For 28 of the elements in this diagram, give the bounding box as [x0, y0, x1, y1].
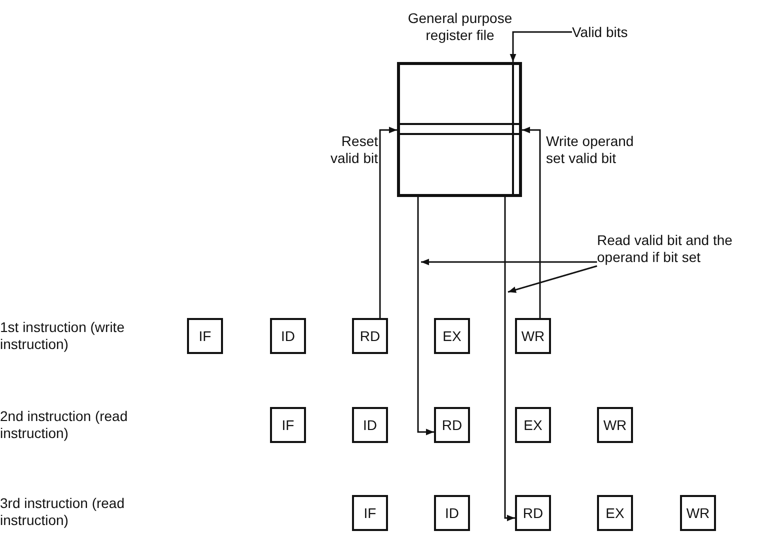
pipeline-stage-box: RD	[352, 318, 388, 354]
pipeline-stage-box: ID	[434, 495, 470, 531]
pipeline-stage-box: ID	[270, 318, 306, 354]
leader-line	[508, 265, 598, 293]
arrow	[522, 126, 541, 318]
row-label: 2nd instruction (read instruction)	[0, 408, 129, 442]
pipeline-stage-box: EX	[434, 318, 470, 354]
arrow	[379, 126, 397, 318]
pipeline-stage-box: IF	[270, 407, 306, 443]
pipeline-stage-box: EX	[597, 495, 633, 531]
arrow	[504, 197, 515, 522]
pipeline-stage-box: WR	[680, 495, 716, 531]
arrow	[417, 197, 434, 436]
pipeline-stage-box: RD	[515, 495, 551, 531]
callout-text: Read valid bit and the operand if bit set	[597, 232, 777, 266]
row-label: 1st instruction (write instruction)	[0, 319, 126, 353]
pipeline-stage-box: WR	[515, 318, 551, 354]
pipeline-stage-box: RD	[434, 407, 470, 443]
pipeline-stage-box: IF	[352, 495, 388, 531]
pipeline-stage-box: ID	[352, 407, 388, 443]
row-label: 3rd instruction (read instruction)	[0, 495, 126, 529]
arrow	[510, 31, 572, 62]
pipeline-stage-box: IF	[187, 318, 223, 354]
register-file-heading: General purpose register file	[406, 10, 514, 44]
leader-line	[421, 258, 597, 266]
pipeline-stage-box: EX	[515, 407, 551, 443]
pipeline-stage-box: WR	[597, 407, 633, 443]
callout-text: Valid bits	[572, 24, 652, 41]
